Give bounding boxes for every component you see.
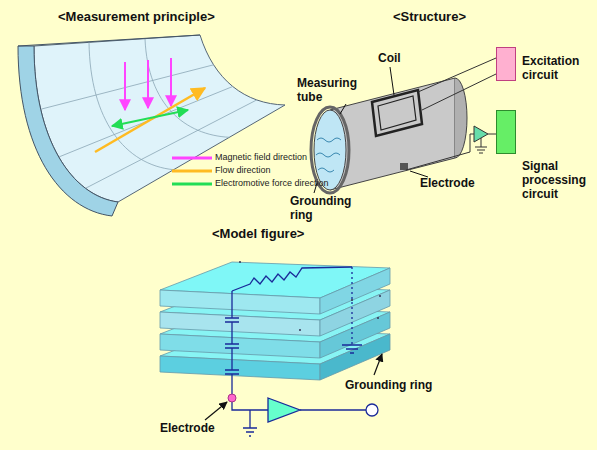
legend-line-sample [172, 155, 212, 161]
emf-arrows [112, 110, 188, 126]
signal-wire [406, 134, 474, 170]
art-line [150, 110, 188, 118]
part-label: Electrode [160, 421, 215, 435]
legend-line-sample [172, 168, 212, 174]
art-line [124, 62, 126, 110]
pipe-edge [18, 35, 200, 46]
ground-wire [351, 267, 352, 345]
output-terminal [366, 404, 378, 416]
ground-symbol [243, 410, 257, 436]
art-line [59, 87, 233, 158]
circuit-box: Excitation circuit [496, 47, 516, 81]
ground-symbol [342, 345, 362, 353]
section-heading: <Measurement principle> [58, 9, 215, 25]
part-label: Grounding ring [290, 194, 356, 222]
legend-line [172, 183, 212, 186]
circuit-box: Signal processing circuit [496, 110, 516, 154]
half-pipe [18, 35, 285, 216]
slab-stack [160, 262, 390, 380]
section-heading: <Model figure> [212, 226, 304, 242]
circuit-label: Excitation circuit [522, 54, 590, 82]
art-line [112, 118, 150, 126]
slab-face [160, 334, 320, 358]
part-label: Measuring tube [297, 76, 363, 104]
tube-end [455, 78, 467, 158]
art-line [86, 100, 257, 188]
art-line [41, 65, 214, 110]
legend-line [172, 157, 212, 160]
legend-text: Flow direction [215, 165, 271, 176]
leader-arrow [374, 354, 382, 375]
model-dots [239, 261, 381, 331]
amp-output-wire [488, 134, 496, 135]
art-circle [239, 261, 241, 263]
art-circle [351, 299, 353, 301]
capacitor-symbol [225, 291, 239, 398]
electrode-symbol [400, 163, 408, 170]
flow-arrow [95, 88, 205, 152]
art-circle [379, 295, 381, 297]
art-path [89, 42, 174, 170]
field-arrows [125, 58, 171, 110]
art-circle [299, 329, 301, 331]
pipe-wall [18, 46, 118, 216]
coil-inner [378, 96, 416, 130]
art-line [170, 58, 172, 106]
part-label: Coil [378, 51, 401, 65]
electrode-point [228, 394, 236, 402]
legend-text: Magnetic field direction [215, 152, 307, 163]
art-line [147, 60, 149, 108]
model-circuit [225, 267, 378, 436]
water-waves [316, 138, 341, 172]
electrode-wire [232, 398, 268, 410]
circuit-label: Signal processing circuit [522, 159, 590, 201]
section-heading: <Structure> [393, 9, 466, 25]
part-label: Grounding ring [345, 378, 432, 392]
legend-text: Electromotive force direction [215, 178, 329, 189]
legend-line-sample [172, 181, 212, 187]
output-wire [300, 409, 366, 410]
slab-face [160, 356, 320, 380]
part-label: Electrode [420, 176, 475, 190]
coil-symbol [372, 90, 422, 136]
art-path [145, 39, 229, 137]
art-circle [377, 317, 379, 319]
excitation-wires [418, 58, 496, 110]
resistor-symbol [232, 267, 352, 291]
leader-arrow [205, 402, 227, 420]
ground-symbol [475, 138, 487, 153]
slab-face [320, 268, 390, 314]
amplifier-symbol [268, 398, 300, 422]
slab-face [160, 312, 320, 336]
slab-face [160, 290, 320, 314]
legend-line [172, 170, 212, 173]
